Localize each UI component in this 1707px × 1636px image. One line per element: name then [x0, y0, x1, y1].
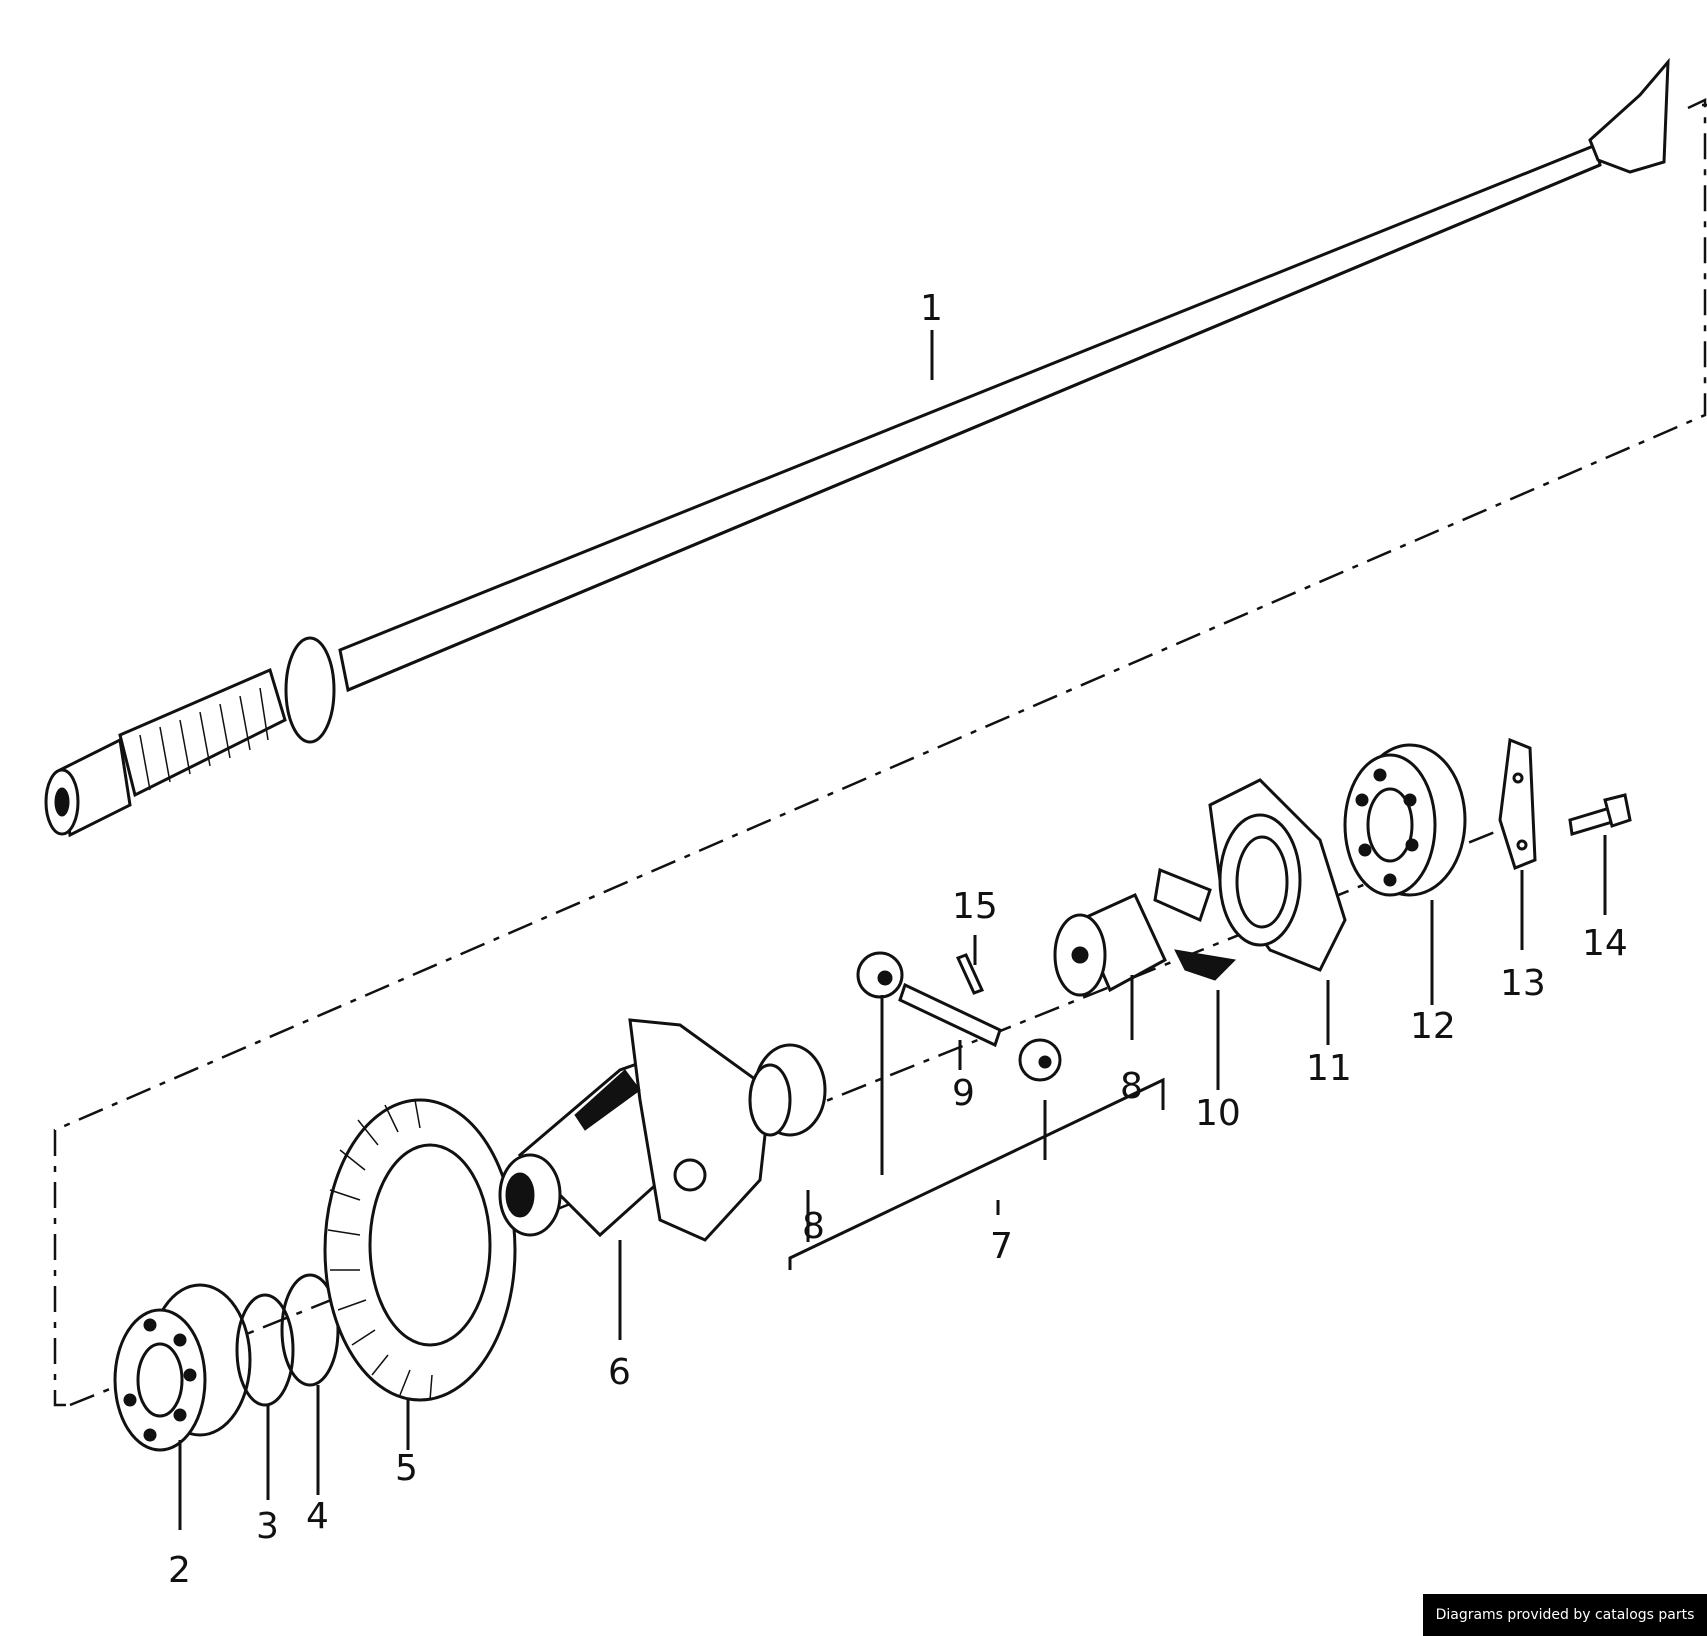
spacer-key [1153, 867, 1237, 981]
differential-pinion-upper [856, 951, 904, 999]
roller-bearing-12 [1343, 743, 1467, 897]
bearing-flange [1208, 778, 1347, 972]
differential-housing [498, 1018, 772, 1242]
callout-3: 3 [256, 1506, 279, 1547]
callout-15: 15 [952, 886, 998, 927]
callout-7: 7 [990, 1226, 1013, 1267]
shim-ring-3 [235, 1293, 295, 1407]
callout-8-right: 8 [1120, 1066, 1143, 1107]
ring-gear [323, 1098, 517, 1402]
callout-5: 5 [395, 1448, 418, 1489]
callout-12: 12 [1410, 1006, 1456, 1047]
bolt [1568, 793, 1632, 836]
differential-pinion-lower [1018, 1038, 1062, 1082]
leader-lines [178, 330, 1607, 1530]
roller-bearing-2 [113, 1283, 252, 1452]
callout-6: 6 [608, 1352, 631, 1393]
callout-14: 14 [1582, 923, 1628, 964]
assembly-guide-lines [53, 98, 1707, 1407]
callout-11: 11 [1306, 1048, 1352, 1089]
shim-ring-4 [280, 1273, 340, 1387]
callout-labels: 1 2 3 4 5 6 7 8 8 9 10 11 12 13 14 15 [168, 288, 1628, 1591]
lock-pin [955, 953, 985, 995]
callout-13: 13 [1500, 963, 1546, 1004]
callout-1: 1 [920, 288, 943, 329]
lock-plate [1498, 737, 1537, 870]
differential-side-gear-left [748, 1043, 827, 1137]
credit-banner: Diagrams provided by catalogs parts [1423, 1594, 1707, 1636]
axle-shaft [44, 57, 1670, 838]
differential-side-gear-right [1053, 893, 1167, 997]
callout-4: 4 [306, 1496, 329, 1537]
callout-9: 9 [952, 1073, 975, 1114]
callout-10: 10 [1195, 1093, 1241, 1134]
callout-8-left: 8 [802, 1206, 825, 1247]
pinion-shaft [898, 982, 1002, 1048]
callout-2: 2 [168, 1550, 191, 1591]
